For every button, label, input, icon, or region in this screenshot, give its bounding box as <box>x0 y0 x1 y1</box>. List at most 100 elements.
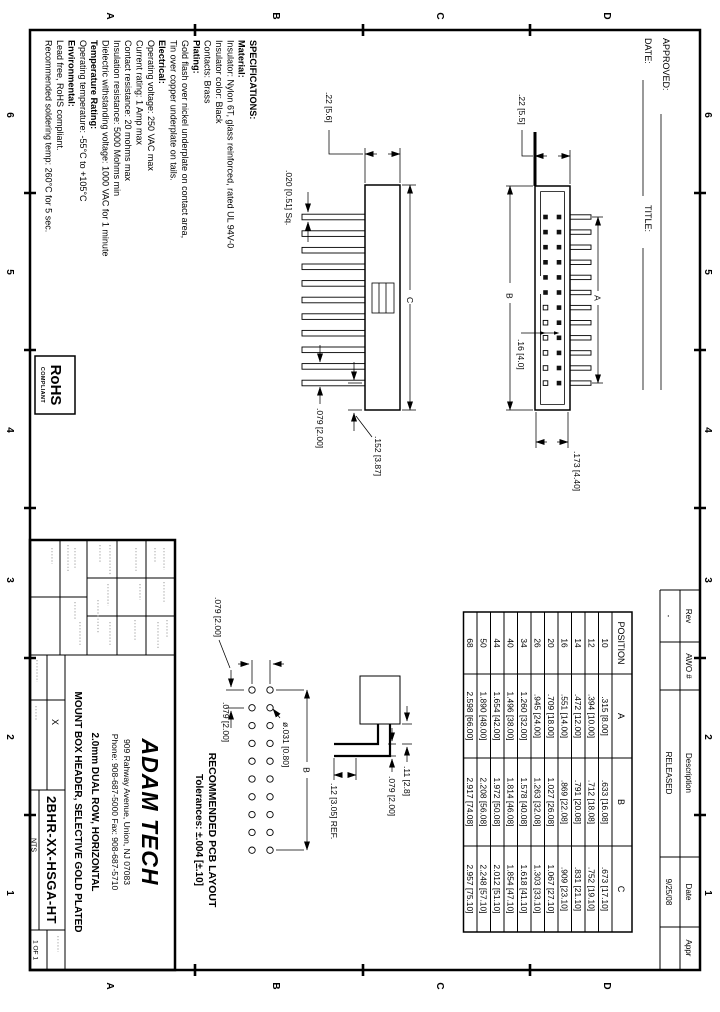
rohs-text: RoHS <box>47 365 64 406</box>
revision-value: - <box>664 615 673 618</box>
revision-header: Description <box>684 753 693 793</box>
table-cell-a: 1.260 [32.00] <box>519 692 529 741</box>
table-cell-c: .752 [19.10] <box>587 867 597 911</box>
illegible-fine-print <box>35 545 168 952</box>
spec-line: SPECIFICATIONS: <box>248 40 258 119</box>
approval-block: APPROVED: DATE: TITLE: <box>642 38 671 390</box>
table-cell-c: 1.303 [33.10] <box>533 865 543 914</box>
table-cell-a: 1.496 [38.00] <box>506 692 516 741</box>
table-cell-position: 44 <box>492 638 502 648</box>
pcb-col-pitch-dim: .079 [2.00] <box>213 597 223 637</box>
zone-row-label: A <box>104 982 115 989</box>
spec-line: Plating: <box>191 40 201 74</box>
revision-header: Rev <box>684 609 693 623</box>
zone-column-label: 1 <box>702 890 713 896</box>
table-cell-a: .315 [8.00] <box>600 696 610 736</box>
table-cell-b: .633 [16.08] <box>600 780 610 824</box>
table-cell-b: 1.814 [46.08] <box>506 778 516 827</box>
pcb-hole-dim: ø.031 [0.80] <box>281 722 291 767</box>
zone-row-label: C <box>434 982 445 989</box>
zone-column-label: 2 <box>4 734 15 740</box>
scale-value: NTS <box>30 838 37 852</box>
zone-row-label: B <box>270 12 281 19</box>
zone-column-label: 3 <box>4 577 15 583</box>
pcb-row-pitch-dim: .079 [2.00] <box>221 702 231 742</box>
table-cell-position: 10 <box>600 638 610 648</box>
table-cell-b: 1.578 [40.08] <box>519 778 529 827</box>
spec-line: Material: <box>237 40 247 78</box>
spec-line: Recommended soldering temp: 260°C for 5 … <box>44 40 54 232</box>
table-cell-position: 40 <box>506 638 516 648</box>
zone-column-label: 5 <box>702 269 713 275</box>
pin-detail-view: .11 [2.8] .079 [2.00] .12 [3.05] REF. <box>329 675 412 839</box>
spec-line: Operating temperature: -55°C to +105°C <box>78 40 88 202</box>
table-header: C <box>616 886 626 893</box>
table-cell-position: 68 <box>465 638 475 648</box>
zone-row-label: C <box>434 12 445 19</box>
table-cell-a: 2.598 [66.00] <box>465 692 475 741</box>
table-cell-c: .831 [21.10] <box>573 867 583 911</box>
table-cell-a: 1.890 [48.00] <box>479 692 489 741</box>
company-address: 909 Rahway Avenue, Union, NJ 07083 <box>122 739 132 885</box>
front-length-label: B <box>505 293 515 299</box>
table-cell-a: .709 [18.00] <box>546 694 556 738</box>
part-description-line2: MOUNT BOX HEADER, SELECTIVE GOLD PLATED <box>72 692 83 933</box>
side-view: C .22 [5.6] .020 [0.51] Sq. .079 [2.00] … <box>284 92 416 476</box>
table-cell-c: 2.248 [57.10] <box>479 865 489 914</box>
zone-row-label: D <box>601 982 612 989</box>
side-view-pins <box>301 213 366 387</box>
table-cell-position: 34 <box>519 638 529 648</box>
table-cell-c: 1.067 [27.10] <box>546 865 556 914</box>
spec-line: Temperature Rating: <box>89 40 99 129</box>
table-cell-c: 1.618 [41.10] <box>519 865 529 914</box>
revision-header: Appr <box>684 940 693 957</box>
table-cell-position: 20 <box>546 638 556 648</box>
table-cell-c: .909 [23.10] <box>560 867 570 911</box>
spec-line: Contacts: Brass <box>203 40 213 104</box>
side-height-dim: .22 [5.6] <box>324 92 334 123</box>
table-header: B <box>616 799 626 805</box>
zone-column-label: 2 <box>702 734 713 740</box>
revision-header: Date <box>684 884 693 901</box>
zone-column-label: 4 <box>702 427 713 433</box>
table-cell-b: 2.917 [74.08] <box>465 778 475 827</box>
front-height-dim: .22 [5.5] <box>517 94 527 125</box>
table-cell-b: .712 [18.08] <box>587 780 597 824</box>
table-cell-a: .551 [14.00] <box>560 694 570 738</box>
date-label: DATE: <box>643 38 653 64</box>
spec-block: SPECIFICATIONS:Material:Insulator: Nylon… <box>44 40 258 256</box>
front-end-dim: .173 [4.40] <box>572 451 582 491</box>
table-header: A <box>616 713 626 719</box>
zone-column-label: 6 <box>4 112 15 118</box>
spec-line: Current rating: 1 Amp max <box>135 40 145 146</box>
table-header: POSITION <box>616 621 626 664</box>
front-span-label: A <box>593 295 603 301</box>
table-cell-b: 1.027 [26.08] <box>546 778 556 827</box>
table-cell-b: .791 [20.08] <box>573 780 583 824</box>
spec-line: Contact resistance: 20 mohms max <box>123 40 133 182</box>
table-cell-position: 14 <box>573 638 583 648</box>
table-cell-b: 2.208 [56.08] <box>479 778 489 827</box>
spec-line: Insulation resistance: 5000 Mohms min <box>112 40 122 196</box>
spec-line: Lead free, RoHS compliant. <box>55 40 65 151</box>
table-cell-position: 12 <box>587 638 597 648</box>
pcb-layout-tolerances: Tolerances: ±.004 [±.10] <box>193 774 204 886</box>
spec-line: Environmental: <box>66 40 76 107</box>
company-phone: Phone: 908-687-5000 Fax: 908-687-5710 <box>110 734 120 891</box>
spec-line: Electrical: <box>157 40 167 84</box>
company-name: ADAM TECH <box>137 738 163 886</box>
spec-line: Insulator color: Black <box>214 40 224 124</box>
zone-column-label: 1 <box>4 890 15 896</box>
zone-row-label: D <box>601 12 612 19</box>
zone-column-label: 6 <box>702 112 713 118</box>
table-cell-position: 16 <box>560 638 570 648</box>
rohs-logo: RoHS COMPLIANT <box>34 355 76 415</box>
title-label: TITLE: <box>643 205 653 232</box>
table-cell-b: .869 [22.08] <box>560 780 570 824</box>
front-row-spacing-dim: .16 [4.0] <box>516 339 526 370</box>
zone-row-label: A <box>104 12 115 19</box>
zone-column-label: 3 <box>702 577 713 583</box>
